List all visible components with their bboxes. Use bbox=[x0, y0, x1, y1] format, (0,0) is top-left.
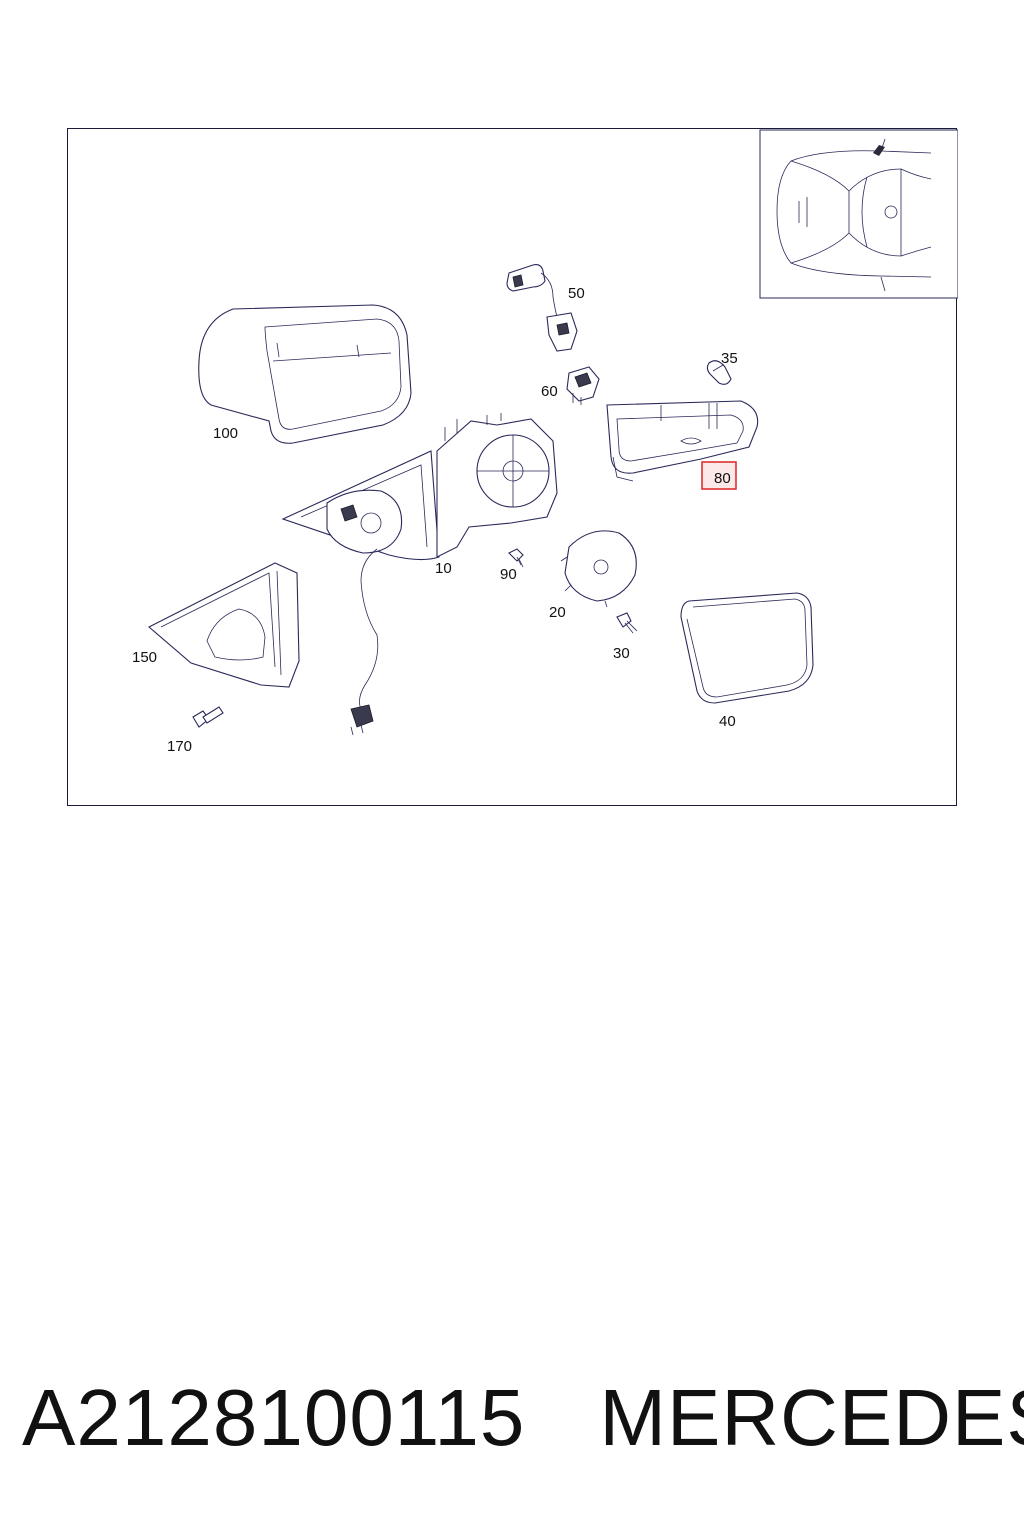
callout-100: 100 bbox=[213, 425, 238, 442]
part-90-screw[interactable] bbox=[508, 548, 524, 568]
callout-40: 40 bbox=[719, 713, 736, 730]
callout-90: 90 bbox=[500, 566, 517, 583]
part-100-housing-cover[interactable] bbox=[198, 304, 412, 444]
callout-150: 150 bbox=[132, 649, 157, 666]
part-170-bolt[interactable] bbox=[192, 706, 224, 728]
callout-80: 80 bbox=[714, 470, 731, 487]
callout-50: 50 bbox=[568, 285, 585, 302]
callout-20: 20 bbox=[549, 604, 566, 621]
part-10-mirror-base-assembly[interactable] bbox=[281, 413, 558, 736]
exploded-parts-diagram: 50 60 35 100 10 90 20 30 40 150 170 80 bbox=[132, 129, 958, 755]
part-150-inner-cover[interactable] bbox=[148, 562, 300, 688]
part-40-mirror-glass[interactable] bbox=[680, 592, 814, 704]
callout-35: 35 bbox=[721, 350, 738, 367]
callout-30: 30 bbox=[613, 645, 630, 662]
callout-10: 10 bbox=[435, 560, 452, 577]
part-number: A2128100115 bbox=[22, 1373, 526, 1462]
car-silhouette-icon bbox=[776, 138, 932, 292]
part-35-bulb[interactable] bbox=[706, 360, 732, 385]
highlight-box bbox=[701, 461, 737, 490]
callout-60: 60 bbox=[541, 383, 558, 400]
part-60-module[interactable] bbox=[566, 366, 600, 405]
part-50-connector[interactable] bbox=[506, 264, 578, 352]
caption: A2128100115 MERCEDES bbox=[22, 1372, 1024, 1464]
part-80-lower-cover[interactable] bbox=[606, 400, 759, 482]
brand-name: MERCEDES bbox=[599, 1373, 1024, 1462]
part-20-adjustment-plate[interactable] bbox=[560, 530, 637, 608]
part-30-screw[interactable] bbox=[616, 612, 638, 634]
vehicle-locator-inset bbox=[759, 129, 958, 299]
callout-80-highlight[interactable]: 80 bbox=[701, 461, 737, 490]
callout-170: 170 bbox=[167, 738, 192, 755]
diagram-frame: 50 60 35 100 10 90 20 30 40 150 170 80 bbox=[67, 128, 958, 806]
